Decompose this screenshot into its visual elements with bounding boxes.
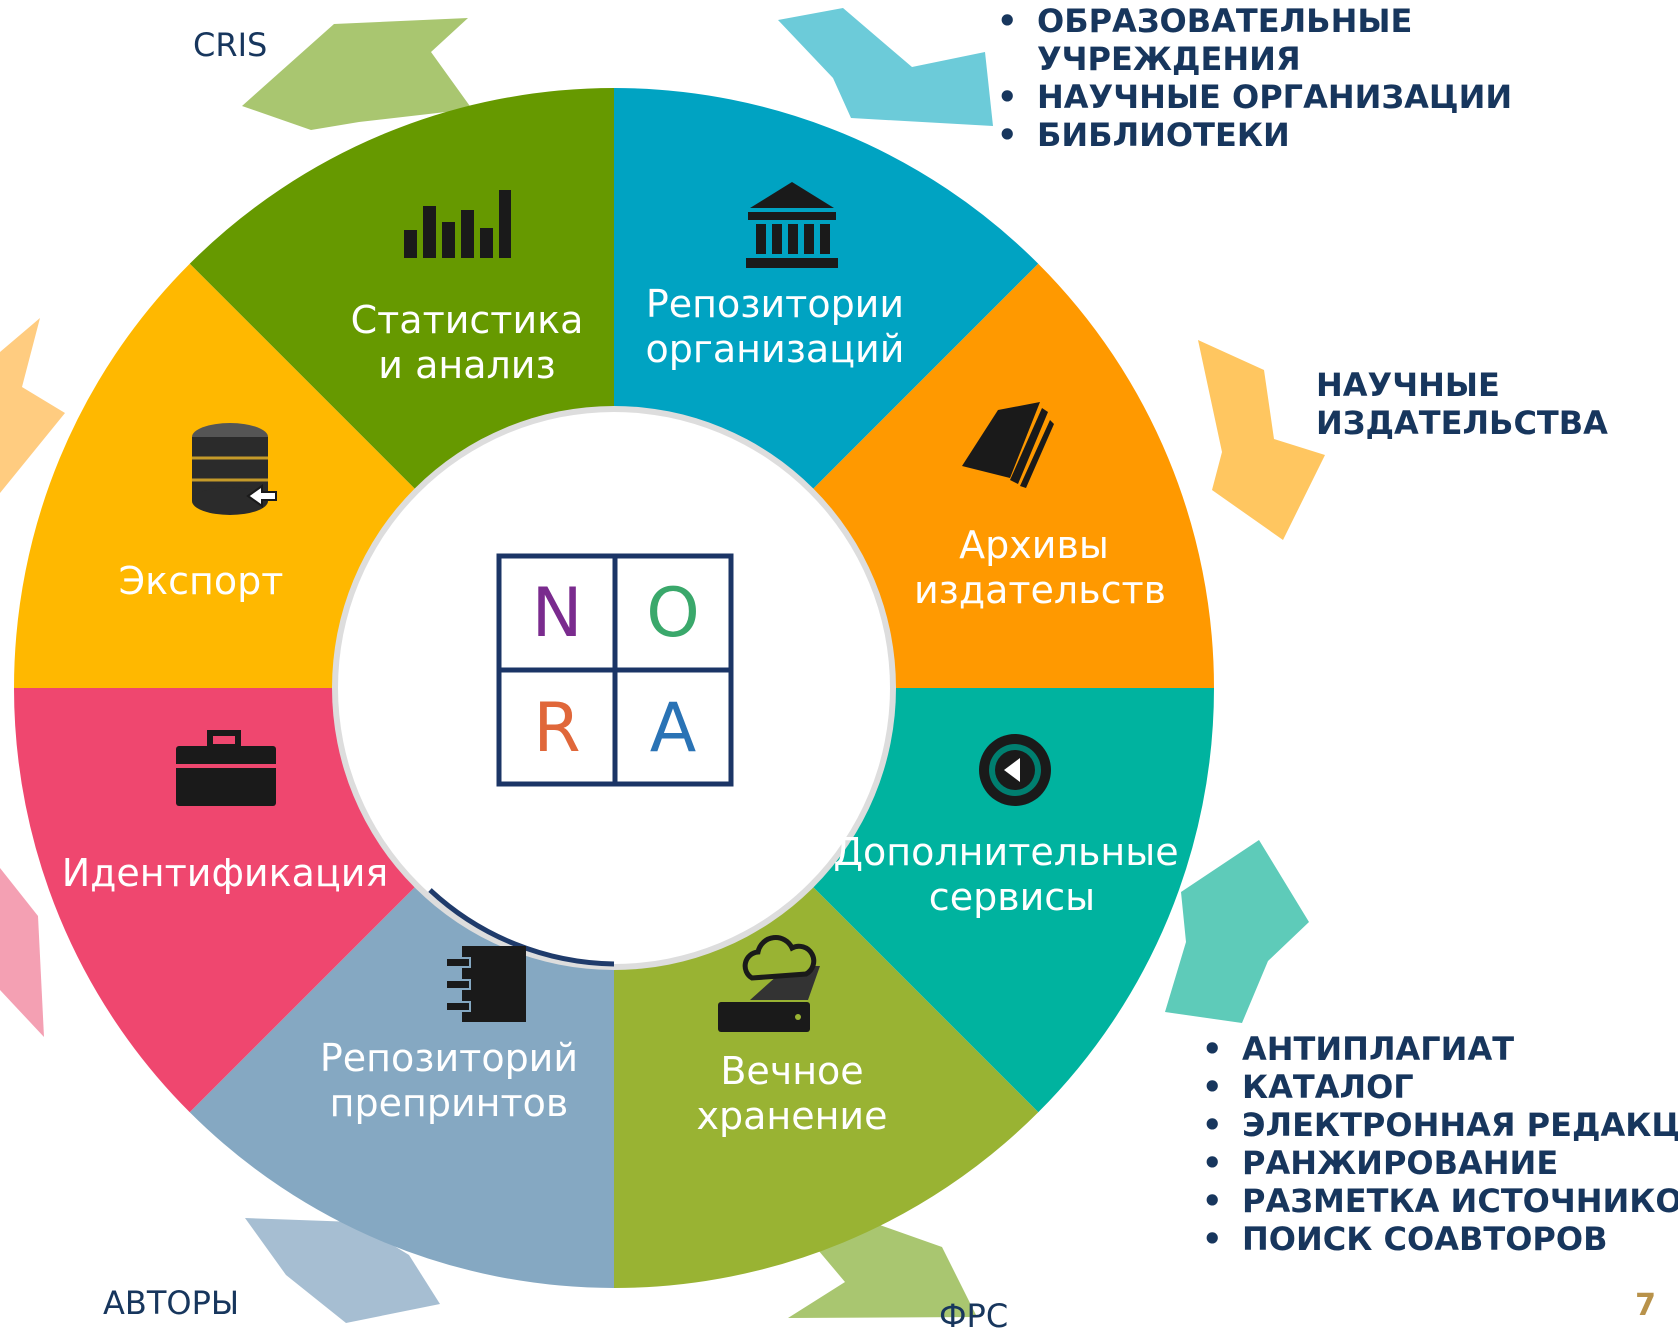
authors-label: АВТОРЫ bbox=[103, 1284, 240, 1322]
services-item: РАЗМЕТКА ИСТОЧНИКОВ bbox=[1200, 1182, 1678, 1220]
institutions-item: ОБРАЗОВАТЕЛЬНЫЕ УЧРЕЖДЕНИЯ bbox=[995, 2, 1417, 78]
segment-stats-label-2: и анализ bbox=[378, 343, 555, 387]
segment-org-repos-label-2: организаций bbox=[646, 327, 905, 371]
arrow-from-institutions bbox=[778, 8, 993, 126]
segment-extra-services-label-2: сервисы bbox=[929, 875, 1095, 919]
book-icon bbox=[962, 402, 1054, 488]
segment-stats-label-1: Статистика bbox=[351, 298, 584, 342]
segment-export-label: Экспорт bbox=[119, 559, 284, 603]
segment-stats[interactable] bbox=[189, 88, 615, 494]
segment-extra-services-label-1: Дополнительные bbox=[833, 830, 1178, 874]
services-item: ЭЛЕКТРОННАЯ РЕДАКЦИЯ bbox=[1200, 1106, 1678, 1144]
logo-letter-o: O bbox=[646, 574, 700, 653]
database-export-icon bbox=[192, 423, 277, 515]
arrow-export-left bbox=[0, 318, 65, 493]
segment-identification[interactable] bbox=[14, 688, 420, 1113]
logo-letter-a: A bbox=[650, 689, 697, 768]
services-item: АНТИПЛАГИАТ bbox=[1200, 1030, 1678, 1068]
services-item: ПОИСК СОАВТОРОВ bbox=[1200, 1220, 1678, 1258]
services-item: КАТАЛОГ bbox=[1200, 1068, 1678, 1106]
segment-org-repos-label-1: Репозитории bbox=[646, 282, 904, 326]
segment-preprints-label-1: Репозиторий bbox=[320, 1036, 578, 1080]
services-list: АНТИПЛАГИАТ КАТАЛОГ ЭЛЕКТРОННАЯ РЕДАКЦИЯ… bbox=[1200, 1030, 1678, 1258]
arrow-identification-left bbox=[0, 868, 44, 1037]
nora-logo: N O R A bbox=[496, 553, 734, 787]
page-number: 7 bbox=[1635, 1288, 1656, 1323]
segment-publisher-archives-label-1: Архивы bbox=[959, 523, 1109, 567]
publishers-label-line-1: НАУЧНЫЕ bbox=[1316, 366, 1500, 404]
bank-building-icon bbox=[746, 182, 838, 268]
arrow-from-services bbox=[1165, 840, 1309, 1023]
segment-publisher-archives-label-2: издательств bbox=[914, 568, 1166, 612]
file-stack-icon bbox=[445, 946, 526, 1022]
publishers-label-line-2: ИЗДАТЕЛЬСТВА bbox=[1316, 404, 1608, 442]
institutions-list: ОБРАЗОВАТЕЛЬНЫЕ УЧРЕЖДЕНИЯ НАУЧНЫЕ ОРГАН… bbox=[995, 2, 1512, 154]
segment-identification-label: Идентификация bbox=[62, 851, 389, 895]
bar-chart-icon bbox=[404, 190, 511, 258]
segment-preservation-label-1: Вечное bbox=[720, 1049, 863, 1093]
segment-preservation-label-2: хранение bbox=[696, 1094, 887, 1138]
segment-org-repos[interactable] bbox=[614, 88, 1039, 494]
briefcase-icon bbox=[176, 730, 276, 806]
cloud-drive-icon bbox=[718, 935, 820, 1032]
segment-preprints-label-2: препринтов bbox=[330, 1081, 569, 1125]
arrow-to-cris bbox=[242, 18, 472, 130]
frs-label: ФРС bbox=[939, 1297, 1009, 1335]
back-circle-icon bbox=[979, 734, 1051, 806]
services-item: РАНЖИРОВАНИЕ bbox=[1200, 1144, 1678, 1182]
segment-publisher-archives[interactable] bbox=[808, 263, 1214, 688]
arrow-from-publishers bbox=[1198, 340, 1325, 540]
logo-letter-r: R bbox=[533, 689, 580, 768]
logo-letter-n: N bbox=[532, 574, 583, 653]
segment-extra-services[interactable] bbox=[808, 688, 1214, 1113]
center-circle-accent bbox=[428, 888, 615, 967]
segment-preservation[interactable] bbox=[614, 882, 1039, 1288]
cris-label: CRIS bbox=[193, 26, 268, 64]
institutions-item: БИБЛИОТЕКИ bbox=[995, 116, 1415, 154]
institutions-item: НАУЧНЫЕ ОРГАНИЗАЦИИ bbox=[995, 78, 1512, 116]
